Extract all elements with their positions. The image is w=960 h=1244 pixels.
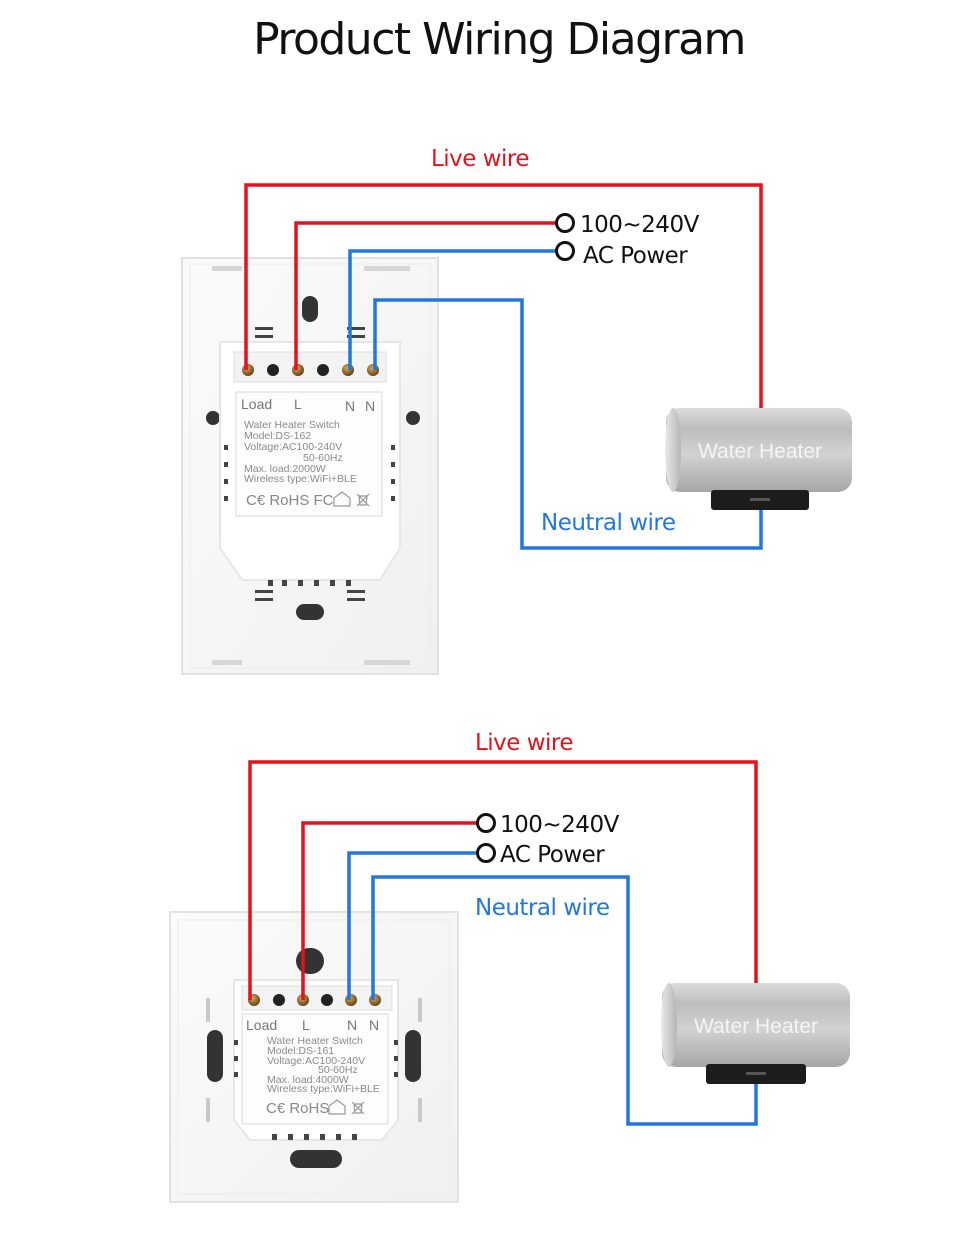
top-neutral-wire-label: Neutral wire — [541, 510, 676, 536]
bottom-power-label: AC Power — [500, 842, 605, 868]
top-power-terminal-live — [555, 213, 575, 233]
weee-bin-icon — [356, 493, 370, 507]
bottom-spec-line: Model:DS-161 — [267, 1045, 334, 1057]
bottom-switch: Load L N N Water Heater Switch Model:DS-… — [169, 911, 459, 1203]
bottom-power-terminal-live — [476, 813, 496, 833]
bottom-terminal-n2: N — [369, 1017, 379, 1033]
top-spec-line: Wireless type:WiFi+BLE — [244, 473, 357, 485]
top-spec-line: Max. load:2000W — [244, 463, 326, 475]
top-water-heater: Water Heater — [665, 408, 852, 510]
top-spec-line: Water Heater Switch — [244, 419, 340, 431]
top-spec-line: Voltage:AC100-240V — [244, 441, 342, 453]
bottom-terminal-l: L — [302, 1017, 310, 1033]
bottom-power-terminal-neutral — [476, 843, 496, 863]
top-live-wire-main — [244, 183, 763, 410]
recycle-icon — [333, 491, 351, 507]
top-live-wire-label: Live wire — [431, 146, 529, 172]
bottom-spec-line: Water Heater Switch — [267, 1035, 363, 1047]
top-terminal-n2: N — [365, 398, 375, 414]
top-terminal-load: Load — [241, 396, 272, 412]
bottom-spec-line: Voltage:AC100-240V — [267, 1055, 365, 1067]
bottom-terminal-load: Load — [246, 1017, 277, 1033]
bottom-neutral-wire-label: Neutral wire — [475, 895, 610, 921]
bottom-neutral-wire-supply — [347, 851, 477, 1000]
top-power-label: AC Power — [583, 243, 688, 269]
top-live-wire-supply — [294, 221, 556, 370]
top-heater-label: Water Heater — [698, 440, 822, 463]
top-cert-marks: C€ RoHS FC — [246, 492, 334, 509]
top-spec-line: 50-60Hz — [303, 452, 343, 464]
bottom-spec-line: 50-60Hz — [318, 1064, 358, 1076]
page-title: Product Wiring Diagram — [253, 14, 745, 65]
recycle-icon — [328, 1099, 346, 1115]
top-power-voltage: 100~240V — [580, 212, 700, 238]
weee-bin-icon — [351, 1101, 365, 1115]
bottom-cert-marks: C€ RoHS — [266, 1100, 329, 1117]
bottom-live-wire-label: Live wire — [475, 730, 573, 756]
top-neutral-wire-supply — [348, 249, 556, 370]
bottom-spec-line: Max. load:4000W — [267, 1074, 349, 1086]
top-diagram: Load L N N Water Heater Switch Model:DS-… — [181, 146, 852, 675]
bottom-heater-label: Water Heater — [694, 1015, 818, 1038]
bottom-spec-line: Wireless type:WiFi+BLE — [267, 1083, 380, 1095]
bottom-live-wire-main — [248, 760, 758, 1000]
top-spec-line: Model:DS-162 — [244, 430, 311, 442]
top-terminal-l: L — [294, 396, 302, 412]
top-terminal-n1: N — [345, 398, 355, 414]
bottom-terminal-n1: N — [347, 1017, 357, 1033]
bottom-water-heater: Water Heater — [661, 983, 850, 1084]
bottom-neutral-wire-heater — [371, 875, 758, 1126]
top-switch: Load L N N Water Heater Switch Model:DS-… — [181, 257, 439, 675]
bottom-diagram: Load L N N Water Heater Switch Model:DS-… — [169, 730, 850, 1203]
top-power-terminal-neutral — [555, 241, 575, 261]
bottom-live-wire-supply — [301, 821, 477, 1000]
bottom-power-voltage: 100~240V — [500, 812, 620, 838]
top-neutral-wire-heater — [373, 298, 763, 550]
